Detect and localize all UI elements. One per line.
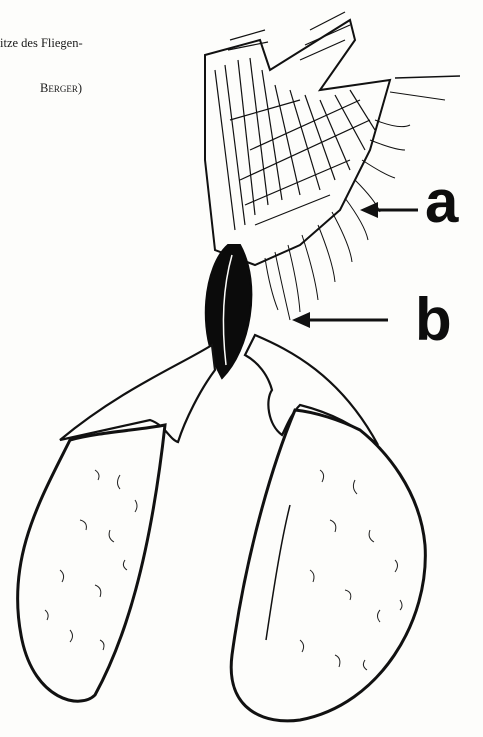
label-b: b bbox=[415, 290, 452, 350]
label-a: a bbox=[425, 172, 458, 232]
leg-segment-upper bbox=[205, 12, 460, 265]
pulvillus-left bbox=[18, 425, 165, 701]
pulvillus-right bbox=[231, 410, 425, 721]
arrow-b-icon bbox=[292, 312, 388, 328]
arrow-a-icon bbox=[360, 202, 418, 218]
